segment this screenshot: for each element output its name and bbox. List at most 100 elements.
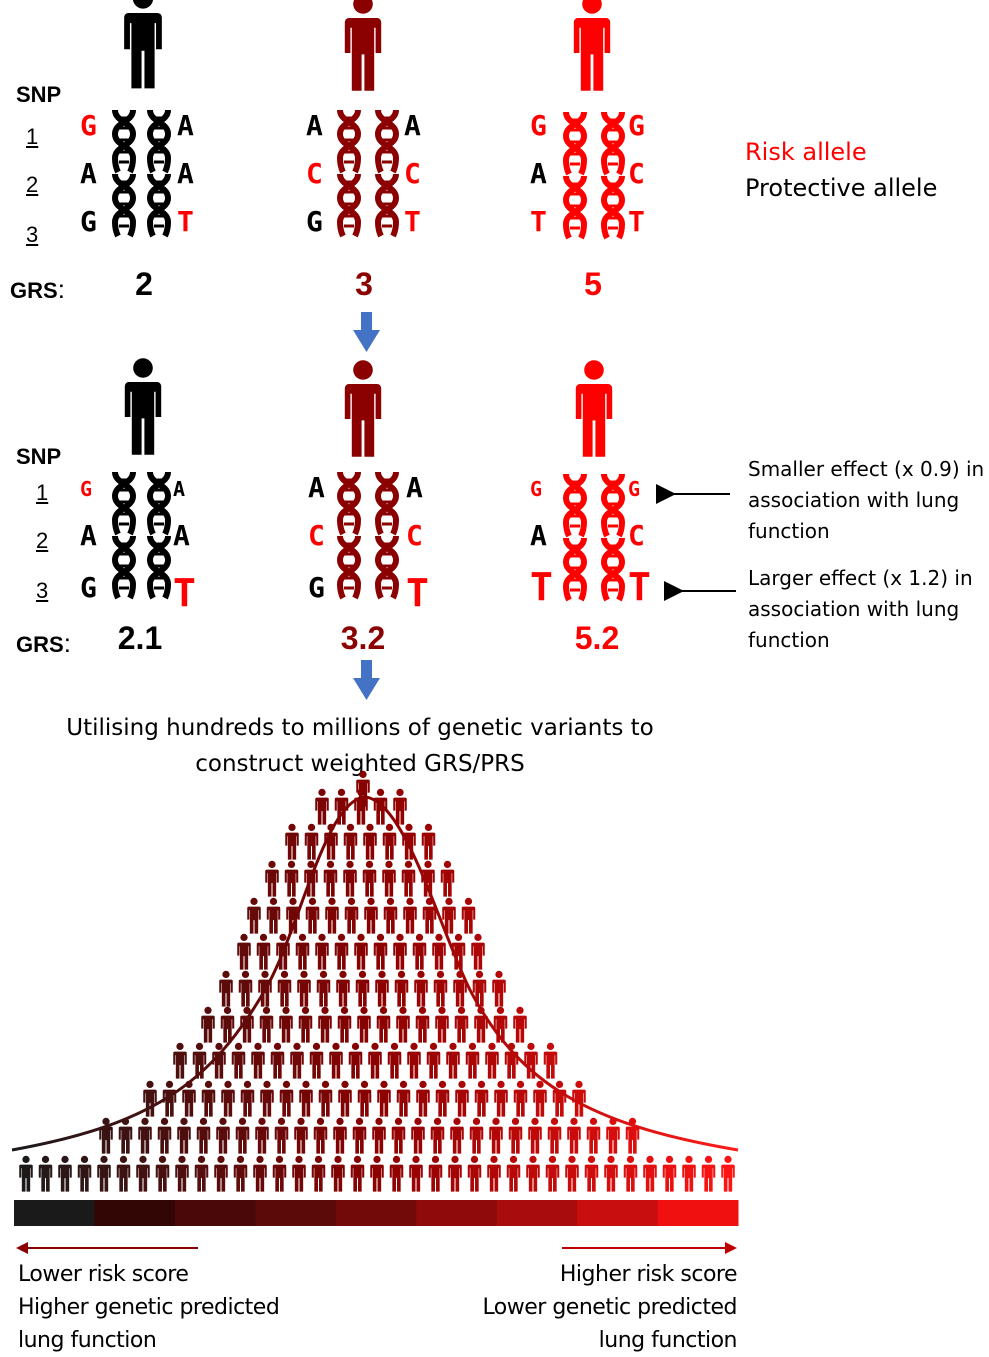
population-person-icon xyxy=(294,1117,308,1154)
population-person-icon xyxy=(543,1042,558,1079)
population-person-icon xyxy=(194,1155,209,1192)
population-person-icon xyxy=(489,1117,503,1154)
person-icon-p2-darkred xyxy=(344,360,382,457)
population-person-icon xyxy=(331,1155,345,1192)
population-person-icon xyxy=(513,1006,527,1043)
population-person-icon xyxy=(338,1080,352,1117)
population-person-icon xyxy=(383,897,398,934)
population-person-icon xyxy=(274,1117,289,1154)
population-person-icon xyxy=(272,1155,287,1192)
population-person-icon xyxy=(240,1080,255,1117)
population-person-icon xyxy=(253,1155,267,1192)
allele-panel1-ind2-snp2-right: C xyxy=(404,157,421,190)
allele-panel2-ind2-snp2-right: C xyxy=(406,519,423,552)
population-person-icon xyxy=(305,897,320,934)
population-person-icon xyxy=(370,1155,384,1192)
snp-number-1-1: 1 xyxy=(26,124,39,149)
allele-panel1-ind3-snp1-right: G xyxy=(628,109,645,142)
population-person-icon xyxy=(298,1006,313,1043)
population-person-icon xyxy=(382,823,397,860)
dna-helix-icon xyxy=(566,112,584,174)
population-person-icon xyxy=(221,1080,235,1117)
person-icon-p1-darkred xyxy=(344,0,382,91)
population-person-icon xyxy=(363,823,377,860)
population-person-icon xyxy=(373,788,388,825)
snp-number-2-1: 1 xyxy=(36,480,49,505)
grs-score-1c: 5 xyxy=(584,266,602,302)
population-person-icon xyxy=(513,1080,528,1117)
allele-panel1-ind1-snp1-right: A xyxy=(177,109,194,142)
population-person-icon xyxy=(428,1155,443,1192)
population-person-icon xyxy=(435,1080,450,1117)
population-person-icon xyxy=(348,1042,363,1079)
allele-panel1-ind3-snp3-left: T xyxy=(530,205,547,238)
population-person-icon xyxy=(362,860,377,897)
down-arrow-icon-2 xyxy=(353,660,380,700)
population-person-icon xyxy=(450,1117,464,1154)
allele-panel2-ind2-snp1-left: A xyxy=(308,471,325,504)
population-person-icon xyxy=(504,1042,519,1079)
population-person-icon xyxy=(508,1117,523,1154)
population-person-icon xyxy=(357,1006,371,1043)
population-person-icon xyxy=(567,1117,581,1154)
population-person-icon xyxy=(721,1155,735,1192)
person-icon-p1-red xyxy=(573,0,611,91)
grs-score-2b: 3.2 xyxy=(340,620,386,656)
population-person-icon xyxy=(138,1117,152,1154)
allele-panel2-ind3-snp1-right: G xyxy=(628,477,641,501)
population-person-icon xyxy=(290,1042,304,1079)
population-person-icon xyxy=(329,1042,343,1079)
allele-panel2-ind3-snp3-left: T xyxy=(530,565,553,609)
lower-risk-arrowhead-icon xyxy=(16,1242,28,1254)
population-person-icon xyxy=(118,1117,133,1154)
population-person-icon xyxy=(259,1006,274,1043)
population-person-icon xyxy=(526,1155,540,1192)
population-person-icon xyxy=(266,897,281,934)
lower-risk-line3: lung function xyxy=(18,1328,157,1353)
grs-score-2a: 2.1 xyxy=(117,620,163,656)
grs-label-2: GRS: xyxy=(16,628,71,658)
population-person-icon xyxy=(485,1042,499,1079)
population-person-icon xyxy=(701,1155,716,1192)
population-person-icon xyxy=(394,970,409,1007)
allele-panel1-ind2-snp3-left: G xyxy=(306,205,323,238)
population-person-icon xyxy=(376,1006,391,1043)
population-person-icon xyxy=(201,1080,216,1117)
population-person-icon xyxy=(368,1042,382,1079)
population-person-icon xyxy=(297,970,311,1007)
population-person-icon xyxy=(196,1117,211,1154)
population-person-icon xyxy=(309,1042,324,1079)
population-person-icon xyxy=(411,1117,425,1154)
allele-panel2-ind2-snp2-left: C xyxy=(308,519,325,552)
gradient-bar-segment xyxy=(657,1200,739,1226)
population-person-icon xyxy=(487,1155,501,1192)
population-person-icon xyxy=(284,860,299,897)
higher-risk-line3: lung function xyxy=(598,1328,738,1353)
allele-panel2-ind1-snp2-right: A xyxy=(173,519,190,552)
smaller-effect-note: Smaller effect (x 0.9) in association wi… xyxy=(748,457,985,543)
grs-label-1: GRS: xyxy=(10,274,65,304)
population-person-icon xyxy=(333,1117,347,1154)
population-person-icon xyxy=(586,1117,601,1154)
snp-header-2: SNP xyxy=(16,444,62,469)
population-person-icon xyxy=(448,1155,462,1192)
population-person-icon xyxy=(216,1117,230,1154)
person-icon-p2-red xyxy=(575,360,613,457)
population-person-icon xyxy=(279,1080,294,1117)
population-person-icon xyxy=(214,1155,228,1192)
population-people-group xyxy=(19,770,735,1192)
population-person-icon xyxy=(344,897,359,934)
allele-panel2-ind1-snp2-left: A xyxy=(80,519,97,552)
population-person-icon xyxy=(455,1080,469,1117)
dna-helix-icon xyxy=(566,176,584,238)
dna-helix-icon xyxy=(150,174,168,236)
higher-risk-arrowhead-icon xyxy=(725,1242,737,1254)
population-person-icon xyxy=(393,933,407,970)
population-person-icon xyxy=(285,823,299,860)
risk-gradient-bar xyxy=(14,1200,739,1226)
population-person-icon xyxy=(506,1155,521,1192)
allele-panel2-ind2-snp1-right: A xyxy=(406,471,423,504)
allele-panel1-ind3-snp2-left: A xyxy=(530,157,547,190)
population-person-icon xyxy=(415,1006,430,1043)
allele-panel1-ind1-snp2-left: A xyxy=(80,157,97,190)
